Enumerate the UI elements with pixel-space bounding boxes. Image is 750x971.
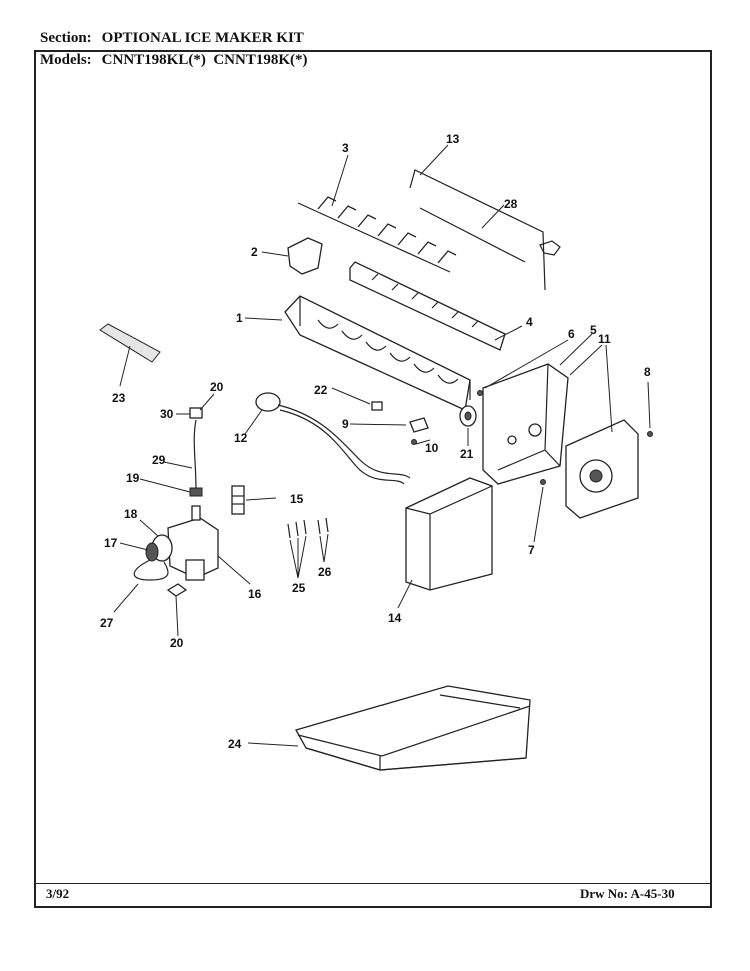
part-14-box xyxy=(405,477,493,591)
part-5-housing xyxy=(482,363,569,485)
part-29-fill-tube xyxy=(189,407,203,497)
callout-8: 8 xyxy=(644,365,651,379)
part-20-clamp xyxy=(166,583,188,597)
callout-16: 16 xyxy=(248,587,262,601)
callout-17: 17 xyxy=(104,536,118,550)
callout-11: 11 xyxy=(598,332,611,346)
part-3-ejector xyxy=(297,196,457,273)
leader-lines xyxy=(113,144,651,747)
part-21-gear xyxy=(459,405,477,427)
callout-12: 12 xyxy=(234,431,248,445)
part-2-bracket xyxy=(287,237,323,275)
section-title: Section: OPTIONAL ICE MAKER KIT xyxy=(40,30,304,47)
part-23-fill-cup xyxy=(99,323,161,363)
part-24-ice-bin xyxy=(295,685,531,771)
callout-4: 4 xyxy=(526,315,533,329)
part-6-screw xyxy=(477,390,483,396)
callout-21: 21 xyxy=(460,447,474,461)
drawing-number: Drw No: A-45-30 xyxy=(580,886,675,901)
callout-29: 29 xyxy=(152,453,166,467)
callout-30: 30 xyxy=(160,407,174,421)
models-value: CNNT198KL(*) CNNT198K(*) xyxy=(101,52,308,68)
callout-9: 9 xyxy=(342,417,349,431)
callout-20-bottom: 20 xyxy=(170,636,184,650)
part-22-clip xyxy=(371,401,383,411)
revision-date: 3/92 xyxy=(46,886,70,901)
part-17-nut xyxy=(145,542,159,562)
footer-divider xyxy=(34,883,712,884)
callout-6: 6 xyxy=(568,327,575,341)
callout-28: 28 xyxy=(504,197,518,211)
part-27-tube xyxy=(133,559,169,581)
part-1-mold xyxy=(284,295,471,411)
part-10-screw xyxy=(411,439,417,445)
part-28-heater-bar xyxy=(419,207,526,263)
section-value: OPTIONAL ICE MAKER KIT xyxy=(101,30,304,46)
callout-20-top: 20 xyxy=(210,380,224,394)
callout-1: 1 xyxy=(236,311,243,325)
callout-10: 10 xyxy=(425,441,439,455)
callout-27: 27 xyxy=(100,616,114,630)
callout-2: 2 xyxy=(251,245,258,259)
part-7-screw xyxy=(540,479,546,485)
part-13-shutoff-arm xyxy=(409,169,561,291)
part-15-grommet xyxy=(231,485,245,515)
part-11-cover xyxy=(565,419,639,519)
callout-7: 7 xyxy=(528,543,535,557)
callout-22: 22 xyxy=(314,383,328,397)
part-26-screws xyxy=(317,517,329,535)
section-label: Section: xyxy=(40,30,92,46)
callout-18: 18 xyxy=(124,507,138,521)
part-8-screw xyxy=(647,431,653,437)
drawing-frame xyxy=(34,50,712,908)
callout-24: 24 xyxy=(228,737,242,751)
callout-5: 5 xyxy=(590,323,597,337)
part-25-screws xyxy=(287,519,307,539)
callout-13: 13 xyxy=(446,132,460,146)
callout-23: 23 xyxy=(112,391,126,405)
callout-19: 19 xyxy=(126,471,140,485)
callout-14: 14 xyxy=(388,611,402,625)
part-9-plate xyxy=(409,417,429,433)
part-16-water-valve xyxy=(167,505,219,581)
callout-26: 26 xyxy=(318,565,332,579)
models-label: Models: xyxy=(40,52,92,68)
models-line: Models: CNNT198KL(*) CNNT198K(*) xyxy=(40,52,308,69)
callout-15: 15 xyxy=(290,492,304,506)
callout-3: 3 xyxy=(342,141,349,155)
part-4-stripper xyxy=(349,261,506,351)
part-12-harness xyxy=(255,392,411,485)
callout-labels: 1 2 3 5 6 7 8 9 10 11 12 13 14 15 16 17 … xyxy=(100,132,651,751)
callout-25: 25 xyxy=(292,581,306,595)
